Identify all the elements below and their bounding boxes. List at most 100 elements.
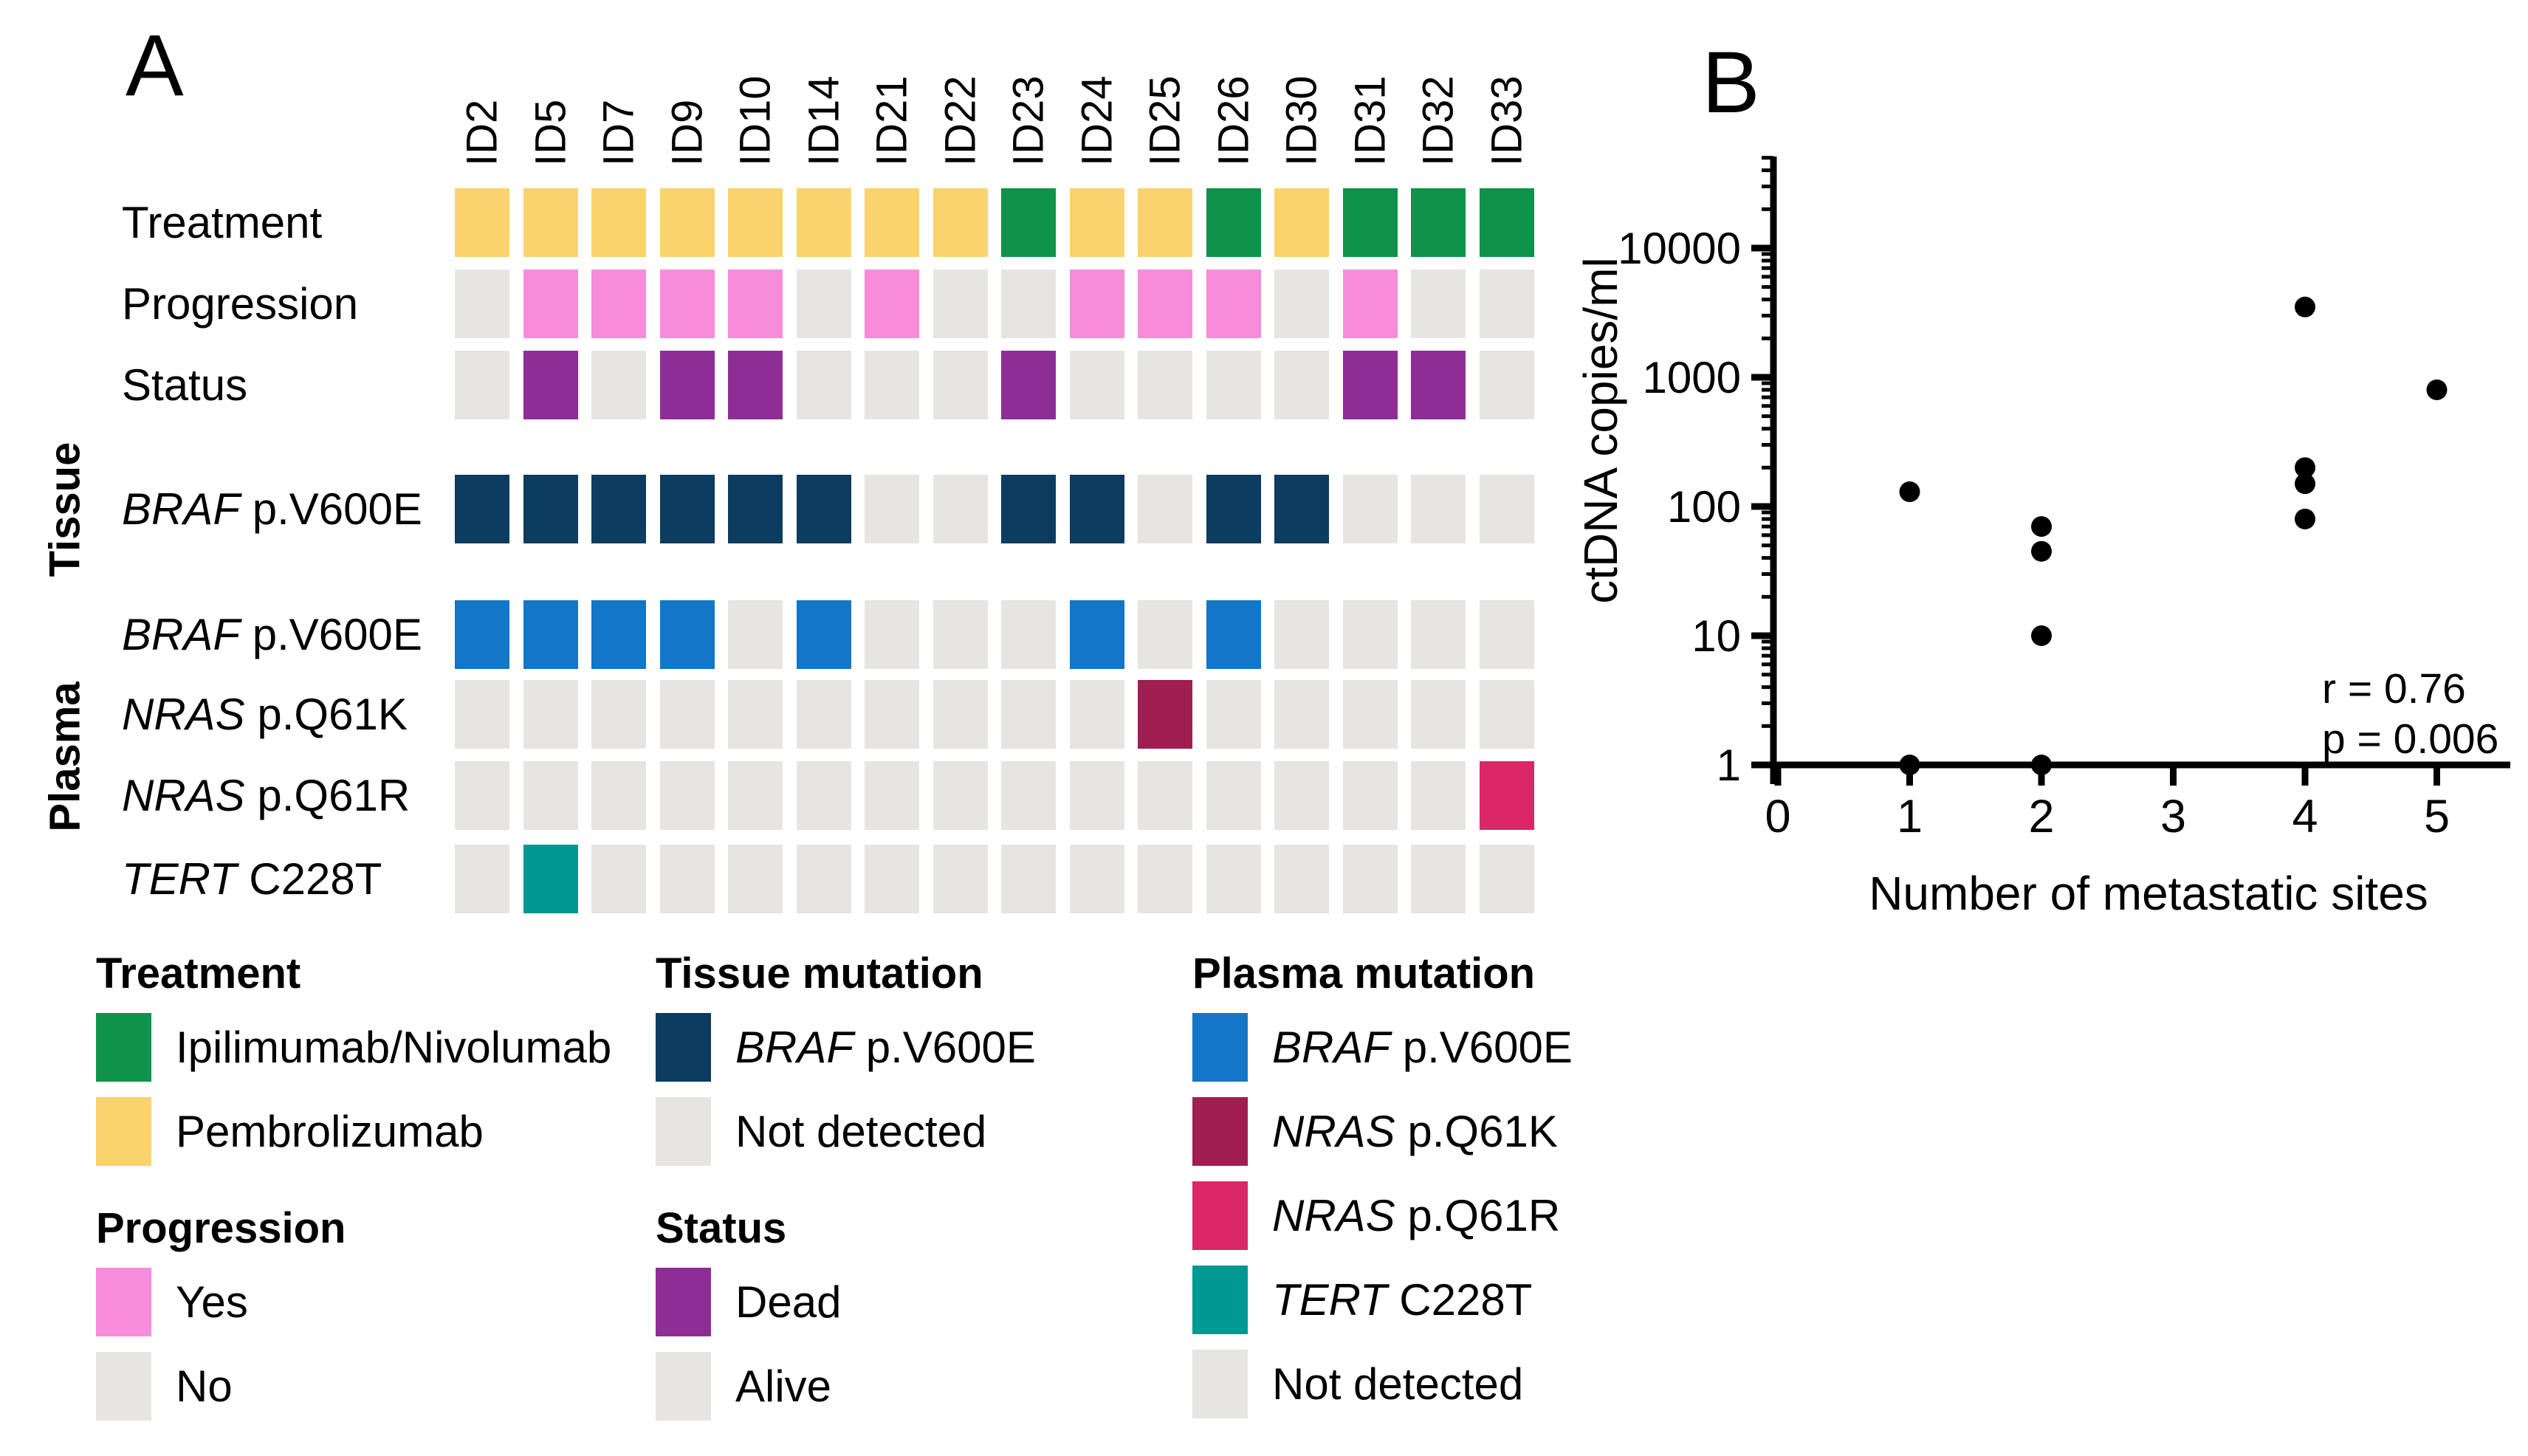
row-label-text: p.V600E xyxy=(240,484,422,534)
row-label-plasma-nras-q61k: NRAS p.Q61K xyxy=(122,680,408,749)
x-tick-label-1: 1 xyxy=(1897,791,1923,842)
cell-plasma-nras-q61k-id23 xyxy=(1001,680,1056,749)
cell-plasma-nras-q61r-id26 xyxy=(1206,761,1261,830)
legend-title-tissue-mutation: Tissue mutation xyxy=(656,950,983,997)
cell-plasma-braf-v600e-id5 xyxy=(523,600,578,669)
cell-plasma-tert-c228t-id9 xyxy=(659,845,715,913)
legend-item-text: Pembrolizumab xyxy=(176,1107,484,1156)
legend-item-gene: BRAF xyxy=(1272,1023,1391,1072)
cell-plasma-nras-q61k-id14 xyxy=(796,680,851,749)
legend-item-label: No xyxy=(176,1361,233,1412)
row-label-gene: NRAS xyxy=(122,690,245,739)
panel-a-label: A xyxy=(126,17,184,114)
x-tick-label-3: 3 xyxy=(2160,791,2186,842)
cell-plasma-nras-q61r-id10 xyxy=(728,761,783,830)
y-tick-label-1: 1 xyxy=(1717,741,1741,790)
legend-item-text: Dead xyxy=(735,1277,842,1327)
cell-status-id2 xyxy=(455,351,509,419)
legend-title-status: Status xyxy=(656,1204,787,1252)
legend-item-gene: BRAF xyxy=(735,1023,854,1072)
cell-progression-id33 xyxy=(1479,269,1534,338)
cell-status-id22 xyxy=(932,351,988,419)
cell-status-id30 xyxy=(1274,351,1329,419)
cell-plasma-nras-q61r-id24 xyxy=(1069,761,1124,830)
cell-plasma-tert-c228t-id21 xyxy=(865,845,919,913)
cell-plasma-braf-v600e-id30 xyxy=(1274,600,1329,669)
column-header-id24: ID24 xyxy=(1073,75,1121,166)
cell-treatment-id24 xyxy=(1069,188,1124,257)
cell-tissue-braf-v600e-id7 xyxy=(591,475,646,543)
legend-item-label: Dead xyxy=(735,1277,841,1328)
cell-treatment-id26 xyxy=(1206,188,1261,257)
legend-item: NRAS p.Q61K xyxy=(1192,1097,1573,1166)
legend-item-text: C228T xyxy=(1387,1275,1533,1325)
cell-plasma-nras-q61k-id10 xyxy=(728,680,783,749)
legend-item-text: Not detected xyxy=(1272,1359,1524,1409)
cell-plasma-nras-q61r-id5 xyxy=(523,761,578,830)
legend-item: BRAF p.V600E xyxy=(1192,1013,1573,1082)
legend-title-treatment: Treatment xyxy=(96,950,301,997)
cell-treatment-id21 xyxy=(865,188,919,257)
cell-treatment-id25 xyxy=(1138,188,1192,257)
legend-item: Yes xyxy=(96,1268,611,1336)
x-tick-label-0: 0 xyxy=(1765,791,1790,842)
legend-item: Ipilimumab/Nivolumab xyxy=(96,1013,611,1082)
legend-item-label: NRAS p.Q61R xyxy=(1272,1190,1560,1241)
cell-tissue-braf-v600e-id24 xyxy=(1069,475,1124,543)
cell-plasma-nras-q61k-id21 xyxy=(865,680,919,749)
cell-progression-id31 xyxy=(1342,269,1398,338)
legend-item: No xyxy=(96,1352,611,1421)
y-axis-title: ctDNA copies/ml xyxy=(1574,257,1627,603)
cell-plasma-tert-c228t-id31 xyxy=(1342,845,1398,913)
cell-plasma-braf-v600e-id26 xyxy=(1206,600,1261,669)
cell-status-id14 xyxy=(796,351,851,419)
cell-plasma-braf-v600e-id14 xyxy=(796,600,851,669)
cell-plasma-braf-v600e-id24 xyxy=(1069,600,1124,669)
cell-plasma-braf-v600e-id32 xyxy=(1411,600,1466,669)
legend-item: Not detected xyxy=(656,1097,1036,1166)
legend-swatch-maroon xyxy=(1192,1097,1248,1166)
row-label-status: Status xyxy=(122,351,247,419)
cell-tissue-braf-v600e-id2 xyxy=(455,475,509,543)
cell-treatment-id33 xyxy=(1479,188,1534,257)
cell-plasma-tert-c228t-id10 xyxy=(728,845,783,913)
column-header-id10: ID10 xyxy=(731,75,780,166)
cell-treatment-id5 xyxy=(523,188,578,257)
y-tick-label-10: 10 xyxy=(1691,611,1741,661)
row-label-text: Treatment xyxy=(122,198,323,247)
legend-item-text: p.V600E xyxy=(1390,1023,1573,1072)
cell-plasma-braf-v600e-id21 xyxy=(865,600,919,669)
legend-item: Dead xyxy=(656,1268,1036,1336)
cell-plasma-nras-q61r-id22 xyxy=(932,761,988,830)
row-label-gene: TERT xyxy=(122,854,237,904)
column-header-id23: ID23 xyxy=(1004,75,1053,166)
cell-tissue-braf-v600e-id21 xyxy=(865,475,919,543)
cell-plasma-nras-q61r-id9 xyxy=(659,761,715,830)
cell-plasma-tert-c228t-id26 xyxy=(1206,845,1261,913)
cell-plasma-tert-c228t-id7 xyxy=(591,845,646,913)
scatter-point-x2-y70 xyxy=(2031,516,2052,538)
column-header-id2: ID2 xyxy=(458,99,506,166)
cell-plasma-nras-q61r-id30 xyxy=(1274,761,1329,830)
cell-tissue-braf-v600e-id33 xyxy=(1479,475,1534,543)
cell-plasma-tert-c228t-id33 xyxy=(1479,845,1534,913)
cell-plasma-tert-c228t-id32 xyxy=(1411,845,1466,913)
legend-item-gene: NRAS xyxy=(1272,1107,1395,1156)
row-label-text: C228T xyxy=(236,854,382,904)
scatter-point-x4-y150 xyxy=(2295,473,2315,495)
column-header-id26: ID26 xyxy=(1209,75,1257,166)
cell-status-id5 xyxy=(523,351,578,419)
legend-swatch-gray xyxy=(656,1097,711,1166)
legend-swatch-navy xyxy=(656,1013,711,1082)
cell-progression-id10 xyxy=(728,269,783,338)
legend-item: BRAF p.V600E xyxy=(656,1013,1036,1082)
cell-plasma-tert-c228t-id24 xyxy=(1069,845,1124,913)
cell-plasma-braf-v600e-id22 xyxy=(932,600,988,669)
cell-plasma-tert-c228t-id22 xyxy=(932,845,988,913)
cell-plasma-tert-c228t-id30 xyxy=(1274,845,1329,913)
legend-swatch-gray xyxy=(656,1352,711,1421)
row-label-text: p.Q61R xyxy=(244,771,411,820)
